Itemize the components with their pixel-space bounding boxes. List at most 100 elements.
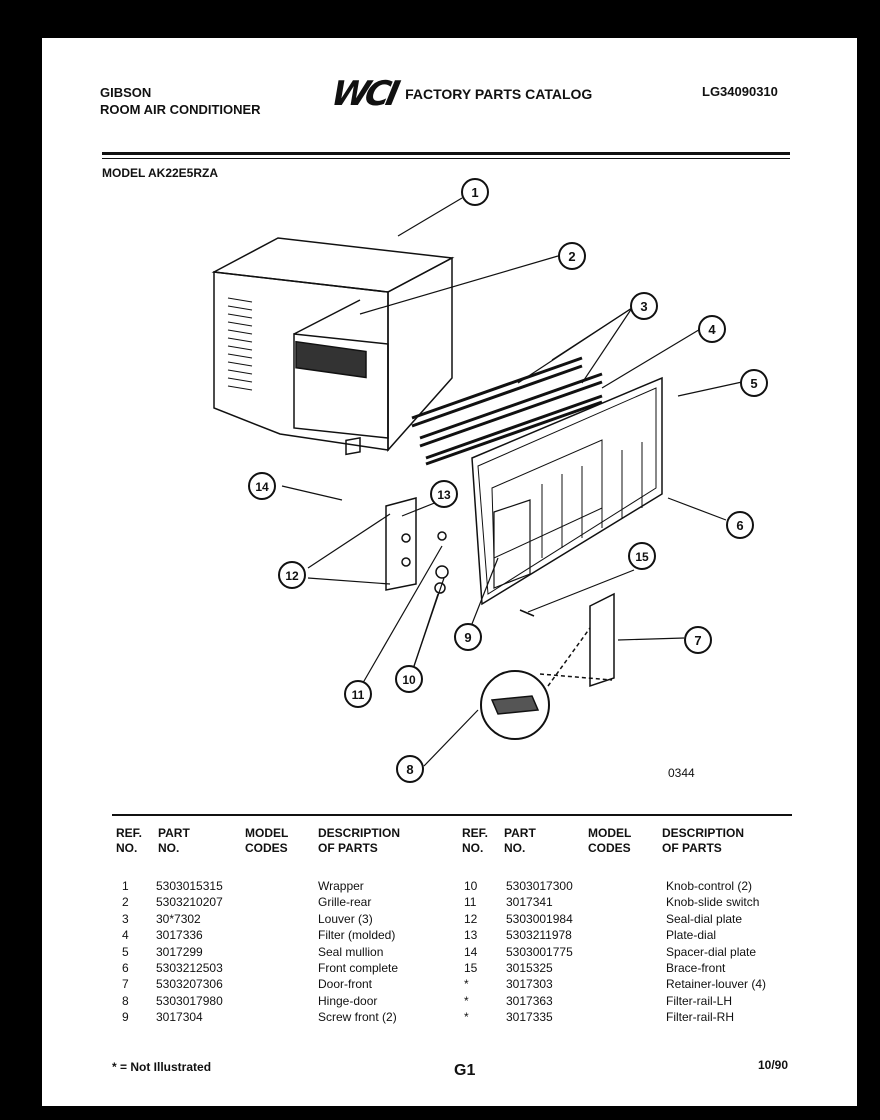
table-cell-desc: Knob-control (2) [666, 879, 753, 893]
svg-text:1: 1 [471, 185, 478, 200]
louvers-drawing [411, 356, 603, 466]
table-cell-ref: 11 [464, 895, 477, 910]
callout-12: 12 [278, 561, 306, 589]
table-cell-ref: * [464, 977, 469, 992]
catalog-code: LG34090310 [702, 84, 778, 99]
table-cell-ref: 5 [122, 944, 129, 959]
svg-text:7: 7 [694, 633, 701, 648]
table-cell-desc: Filter-rail-LH [666, 993, 732, 1008]
table-cell-ref: 6 [122, 961, 129, 975]
table-cell-ref: 1 [122, 879, 129, 893]
table-cell-desc: Hinge-door [318, 993, 378, 1008]
table-cell-part: 30*7302 [156, 911, 201, 926]
hinge-detail-drawing [480, 627, 613, 740]
table-cell-part: 5303210207 [156, 895, 223, 910]
front-panel-drawing [471, 376, 663, 606]
table-cell-part: 5303001775 [506, 944, 573, 959]
table-cell-ref: 8 [122, 993, 129, 1008]
svg-text:2: 2 [568, 249, 575, 264]
svg-text:6: 6 [736, 518, 743, 533]
table-cell-desc: Seal-dial plate [666, 911, 743, 926]
table-cell-part: 3017336 [156, 928, 203, 943]
table-cell-part: 5303001984 [506, 911, 573, 926]
callout-8: 8 [396, 755, 424, 783]
table-cell-desc: Brace-front [666, 961, 726, 975]
table-cell-ref: 10 [464, 879, 478, 893]
table-cell-part: 5303015315 [156, 879, 223, 893]
table-cell-desc: Filter (molded) [318, 928, 396, 943]
callout-11: 11 [344, 680, 372, 708]
header-rule-thin [102, 158, 790, 159]
table-cell-part: 5303017300 [506, 879, 573, 893]
header-rule [102, 152, 790, 155]
svg-text:11: 11 [352, 688, 365, 702]
model-number: MODEL AK22E5RZA [102, 166, 219, 180]
table-cell-ref: 4 [122, 928, 129, 943]
table-cell-desc: Louver (3) [318, 911, 373, 926]
svg-text:3: 3 [640, 299, 647, 314]
leader-lines [281, 197, 743, 767]
callout-10: 10 [395, 665, 423, 693]
table-cell-desc: Front complete [318, 961, 399, 975]
table-cell-desc: Spacer-dial plate [666, 944, 757, 959]
brand-name: GIBSON [100, 85, 152, 100]
table-cell-part: 3017335 [506, 1010, 553, 1025]
table-cell-desc: Filter-rail-RH [666, 1010, 734, 1025]
table-cell-part: 5303207306 [156, 977, 223, 992]
table-rule [112, 814, 792, 816]
product-name: ROOM AIR CONDITIONER [100, 102, 261, 117]
table-cell-ref: 12 [464, 911, 478, 926]
callout-2: 2 [558, 242, 586, 270]
wrapper-drawing [211, 237, 455, 452]
svg-text:5: 5 [750, 376, 757, 391]
page-number: G1 [454, 1062, 476, 1079]
header-ref-right: REF.NO. [462, 826, 489, 855]
table-cell-desc: Door-front [318, 977, 373, 992]
callout-15: 15 [628, 542, 656, 570]
svg-text:10: 10 [402, 673, 416, 687]
table-cell-desc: Plate-dial [666, 928, 717, 943]
table-cell-desc: Retainer-louver (4) [666, 977, 767, 992]
callout-13: 13 [430, 480, 458, 508]
drawing-code: 0344 [668, 766, 695, 780]
table-cell-part: 3017341 [506, 895, 553, 910]
catalog-label: FACTORY PARTS CATALOG [405, 86, 593, 102]
callouts: 1 2 3 4 5 6 7 8 9 10 11 12 13 14 15 [248, 178, 768, 783]
table-cell-desc: Seal mullion [318, 944, 384, 959]
svg-text:9: 9 [464, 630, 471, 645]
svg-text:14: 14 [255, 480, 269, 494]
header-ref: REF.NO. [116, 826, 143, 855]
table-cell-ref: * [464, 993, 469, 1008]
table-cell-part: 5303212503 [156, 961, 223, 975]
table-cell-desc: Grille-rear [318, 895, 372, 910]
callout-7: 7 [684, 626, 712, 654]
dial-plate-drawing [345, 437, 449, 594]
table-cell-ref: 2 [122, 895, 129, 910]
table-cell-part: 5303211978 [506, 928, 572, 943]
table-cell-part: 3017363 [506, 993, 553, 1008]
table-cell-part: 3017303 [506, 977, 553, 992]
svg-text:4: 4 [708, 322, 716, 337]
table-cell-desc: Knob-slide switch [666, 895, 760, 910]
callout-4: 4 [698, 315, 726, 343]
catalog-title: WCI FACTORY PARTS CATALOG [328, 74, 593, 114]
brand-block: GIBSON ROOM AIR CONDITIONER [100, 84, 261, 118]
table-cell-ref: 15 [464, 961, 478, 975]
svg-text:13: 13 [437, 488, 451, 502]
catalog-page: GIBSON ROOM AIR CONDITIONER WCI FACTORY … [42, 38, 857, 1106]
table-cell-ref: 14 [464, 944, 478, 959]
table-cell-ref: * [464, 1010, 469, 1025]
not-illustrated-note: * = Not Illustrated [112, 1060, 212, 1074]
table-cell-desc: Wrapper [318, 879, 364, 893]
door-drawing [519, 592, 615, 688]
callout-6: 6 [726, 511, 754, 539]
table-cell-desc: Screw front (2) [318, 1010, 397, 1025]
svg-text:15: 15 [635, 550, 649, 564]
revision-date: 10/90 [758, 1058, 789, 1072]
exploded-parts-diagram: 1 2 3 4 5 6 7 8 9 10 11 12 13 14 15 [211, 178, 768, 783]
table-cell-part: 3015325 [506, 961, 553, 975]
